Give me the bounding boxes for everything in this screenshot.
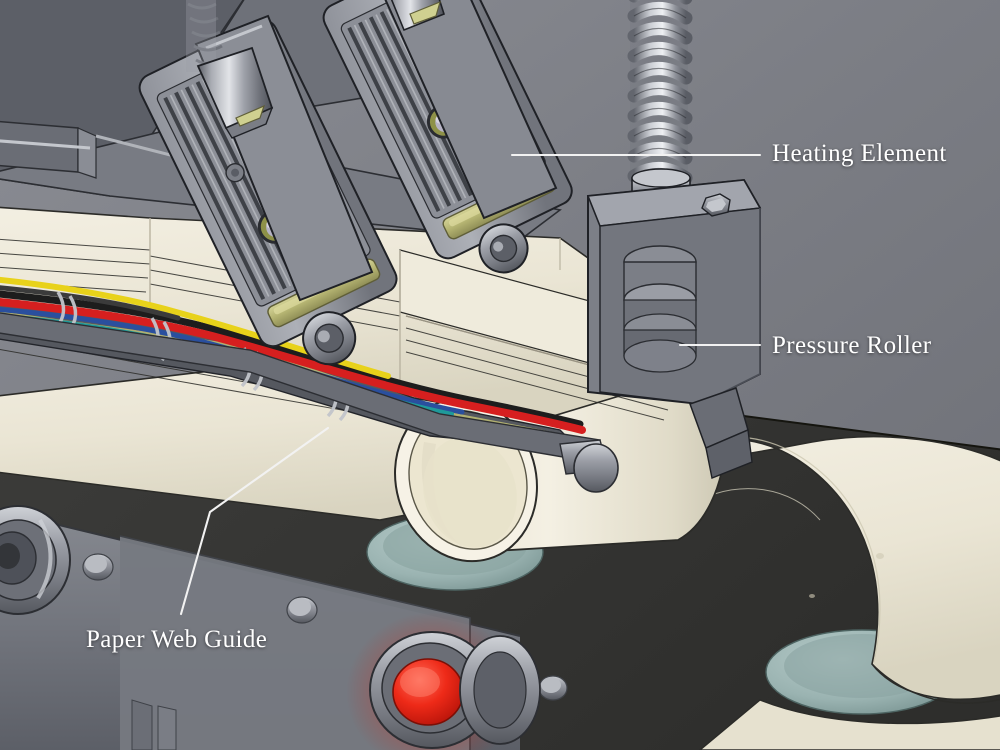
callout-pressure-roller: Pressure Roller	[772, 332, 932, 359]
indicator-button-assembly[interactable]	[346, 612, 541, 750]
idler-rollers-left	[0, 505, 71, 615]
web-lower-fold	[698, 699, 1000, 750]
coil-spring-column	[627, 0, 693, 216]
heater-arm-right	[384, 0, 558, 220]
leader-lines	[179, 153, 762, 616]
roller-stack	[623, 245, 697, 373]
support-block	[586, 178, 762, 479]
web-drape	[639, 435, 1000, 700]
plunger-tip-element-2	[409, 0, 441, 25]
guide-end-roller	[573, 443, 619, 493]
paper-web-guide-rail	[0, 312, 619, 493]
hex-bolt	[701, 193, 731, 217]
plunger-tip-element	[235, 104, 265, 127]
actuator-shaft-left	[186, 0, 274, 139]
leader-paper-web-guide	[179, 426, 330, 616]
panel-fasteners	[82, 553, 568, 701]
actuator-shaft-right	[390, 0, 445, 32]
callout-heating-element: Heating Element	[772, 140, 947, 167]
callout-paper-web-guide: Paper Web Guide	[86, 626, 268, 653]
